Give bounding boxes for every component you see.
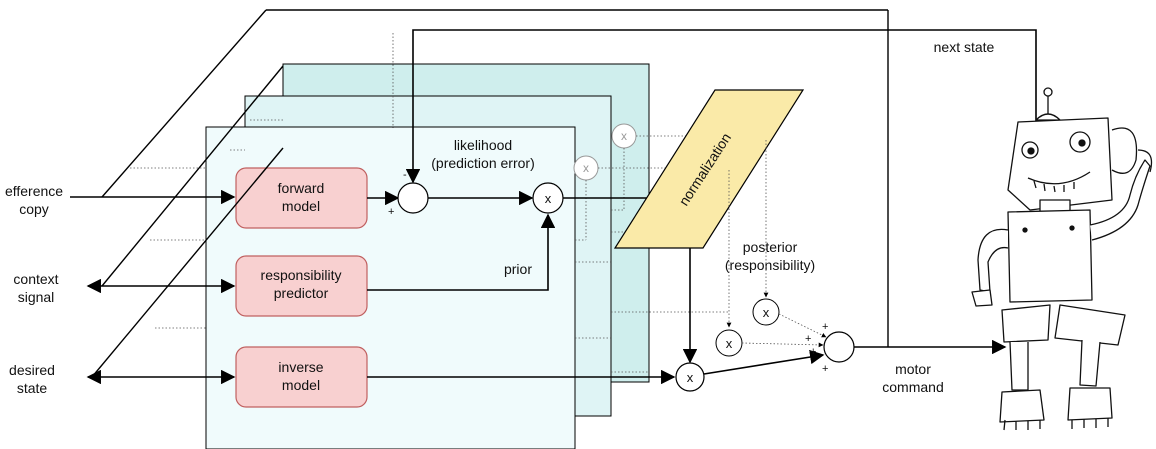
motor-command-label-2: command bbox=[882, 379, 943, 395]
command-multiply-symbol-3: x bbox=[763, 305, 770, 320]
posterior-dotted-outputs bbox=[726, 140, 769, 328]
command-multiply-symbol-2: x bbox=[726, 336, 733, 351]
forward-model-label-1: forward bbox=[278, 180, 325, 196]
multiply1-to-sum bbox=[703, 349, 825, 375]
posterior-label-2: (responsibility) bbox=[725, 257, 815, 273]
plus-sign-2: + bbox=[805, 333, 811, 345]
subtract-node bbox=[397, 182, 429, 214]
command-multiply-node-1 bbox=[675, 362, 705, 392]
forward-model-label-2: model bbox=[282, 198, 320, 214]
sum-node bbox=[823, 331, 855, 363]
plus-sign-3: + bbox=[810, 346, 816, 358]
desired-state-label-1: desired bbox=[9, 362, 55, 378]
responsibility-predictor-label-1: responsibility bbox=[261, 267, 342, 283]
forward-model-box: forward model bbox=[235, 167, 368, 229]
layer3-multiply-symbol: x bbox=[621, 129, 627, 143]
inverse-model-box: inverse model bbox=[235, 346, 368, 408]
prior-label: prior bbox=[504, 261, 532, 277]
dotted-layer-connections bbox=[130, 33, 730, 373]
multiply3-to-sum bbox=[778, 313, 827, 338]
context-diagonal bbox=[101, 65, 284, 287]
minus-sign: - bbox=[403, 169, 407, 181]
robot-illustration bbox=[971, 87, 1153, 431]
posterior-label-1: posterior bbox=[743, 239, 798, 255]
layer2-multiply-symbol: x bbox=[583, 161, 589, 175]
efference-copy-label-1: efference bbox=[5, 183, 63, 199]
plus-sign-4: + bbox=[822, 363, 828, 375]
command-multiply-symbol-1: x bbox=[687, 370, 694, 385]
likelihood-multiply-symbol: x bbox=[545, 191, 552, 206]
next-state-feedback bbox=[405, 29, 1037, 184]
plus-sign-1: + bbox=[822, 321, 828, 333]
responsibility-predictor-label-2: predictor bbox=[274, 285, 329, 301]
desired-diagonal bbox=[91, 147, 284, 378]
inverse-model-label-2: model bbox=[282, 377, 320, 393]
desired-state-label-2: state bbox=[17, 380, 48, 396]
multiply2-to-sum bbox=[741, 342, 824, 348]
prior-path bbox=[367, 213, 556, 291]
likelihood-label-1: likelihood bbox=[454, 137, 512, 153]
responsibility-predictor-box: responsibility predictor bbox=[235, 255, 368, 317]
inverse-model-label-1: inverse bbox=[278, 359, 323, 375]
plus-sign-subtract: + bbox=[388, 206, 394, 218]
normalization-block: normalization bbox=[613, 89, 805, 249]
command-multiply-node-3 bbox=[752, 298, 780, 326]
context-signal-label-1: context bbox=[13, 271, 58, 287]
motor-command-label-1: motor bbox=[895, 361, 931, 377]
efference-diagonal bbox=[101, 9, 267, 198]
likelihood-label-2: (prediction error) bbox=[431, 155, 534, 171]
next-state-label: next state bbox=[934, 39, 995, 55]
efference-copy-label-2: copy bbox=[19, 201, 49, 217]
context-signal-label-2: signal bbox=[18, 289, 55, 305]
